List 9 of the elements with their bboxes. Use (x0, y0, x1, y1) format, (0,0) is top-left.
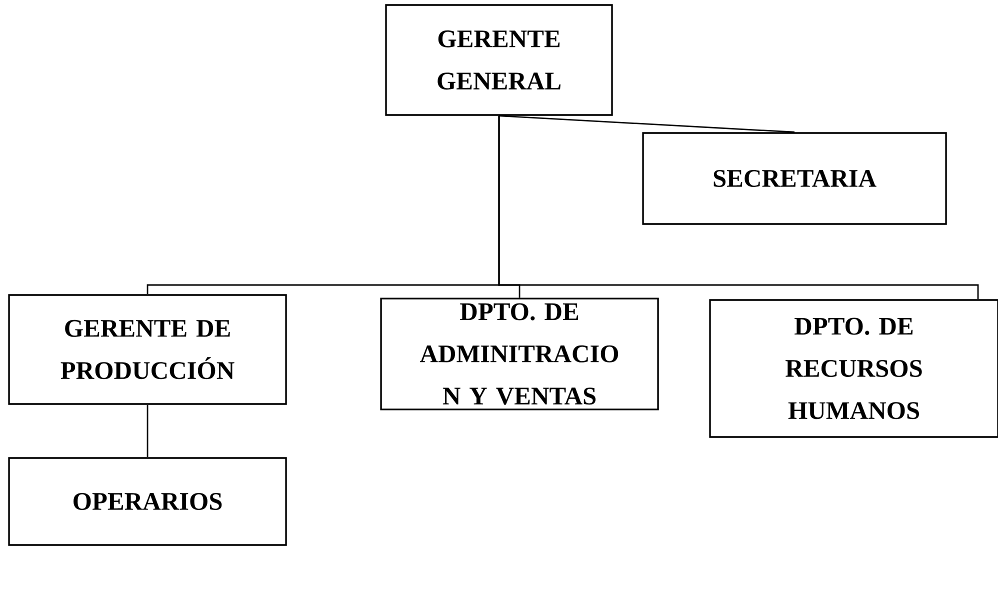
connector-line (498, 116, 979, 300)
org-box: OPERARIOS (8, 457, 287, 546)
org-box: DPTO. DE ADMINITRACIO N Y VENTAS (380, 298, 659, 410)
connector-line (146, 404, 148, 458)
org-box: GERENTE GENERAL (385, 4, 613, 116)
org-box: GERENTE DE PRODUCCIÓN (8, 294, 287, 405)
connector-line (498, 115, 795, 133)
org-box: DPTO. DE RECURSOS HUMANOS (709, 299, 998, 438)
org-box: SECRETARIA (642, 132, 947, 225)
